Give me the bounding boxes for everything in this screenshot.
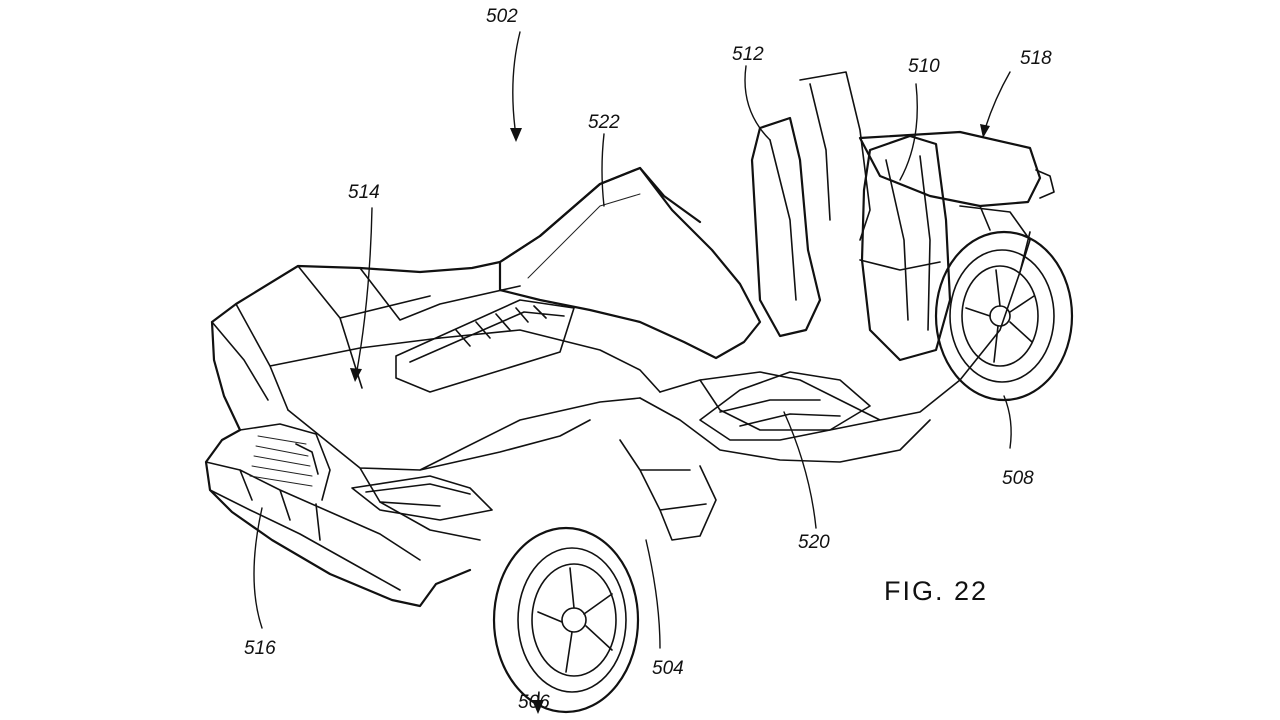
rear-wheel [934, 230, 1074, 402]
rear-spokes [965, 269, 1035, 363]
label-516: 516 [244, 638, 276, 659]
label-506: 506 [518, 692, 550, 713]
rear-rim [961, 265, 1039, 367]
front-tire-inner [517, 547, 627, 693]
front-spokes [537, 567, 613, 673]
vehicle-body [204, 71, 1055, 608]
seat-left-frame [769, 71, 871, 301]
leader-518 [983, 71, 1011, 133]
floor [699, 371, 871, 441]
label-514: 514 [348, 182, 380, 203]
windshield-inner [527, 193, 641, 279]
hood-facets [211, 265, 521, 411]
leader-504 [645, 539, 661, 649]
leader-502 [512, 31, 521, 137]
arrow-514 [350, 368, 362, 382]
leader-508 [1003, 395, 1012, 449]
leader-510 [899, 83, 918, 181]
label-504: 504 [652, 658, 684, 679]
hood-scoop [395, 299, 575, 393]
rear-hub [989, 305, 1011, 327]
windshield [498, 166, 762, 360]
label-512: 512 [732, 44, 764, 65]
front-arm [619, 439, 717, 541]
rear-tire-outer [934, 230, 1074, 402]
label-520: 520 [798, 532, 830, 553]
seat-right-frame [859, 155, 941, 331]
seat-left [750, 116, 822, 338]
cockpit-side [639, 231, 1031, 463]
label-508: 508 [1002, 468, 1034, 489]
arrow-506 [532, 700, 544, 714]
leader-512 [744, 65, 771, 141]
front-tire-outer [492, 526, 640, 714]
hood-outline [204, 166, 702, 608]
label-502: 502 [486, 6, 518, 27]
rear-trunk-side [959, 169, 1055, 273]
leader-lines [253, 31, 1012, 714]
leader-522 [601, 133, 605, 207]
front-wheel [492, 526, 640, 714]
arrow-502 [510, 128, 522, 142]
headlight [351, 475, 493, 521]
leader-514 [355, 207, 373, 377]
reference-numerals: 502 522 512 510 518 514 508 520 516 504 … [244, 6, 1052, 713]
grille [249, 435, 313, 487]
label-510: 510 [908, 56, 940, 77]
fender-sweep [287, 329, 661, 541]
leader-520 [783, 411, 817, 529]
arrow-518 [980, 124, 990, 138]
leader-516 [253, 507, 263, 629]
front-fascia [205, 423, 421, 591]
front-hub [561, 607, 587, 633]
label-522: 522 [588, 112, 620, 133]
seat-right [860, 134, 952, 362]
label-518: 518 [1020, 48, 1052, 69]
figure-caption: FIG. 22 [884, 576, 988, 606]
rear-tire-inner [949, 249, 1055, 383]
front-rim [531, 563, 617, 677]
